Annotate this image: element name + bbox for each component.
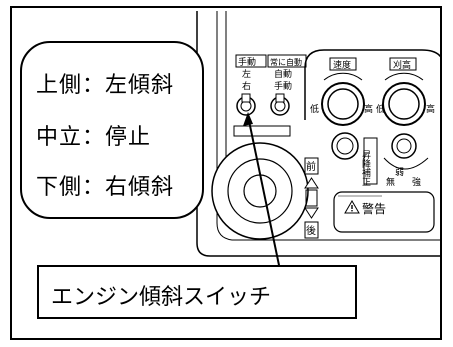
switch-mid-right-text: 自動 [274,68,292,80]
knob-strong: 強 [412,176,421,188]
speed-dial[interactable] [321,72,365,126]
switch-positions-callout: 上側：左傾斜 中立：停止 下側：右傾斜 [20,41,204,219]
dial1-label: 速度 [333,59,351,71]
knob-weak: 弱 [395,167,404,178]
dial2-label: 刈高 [393,59,411,71]
warning-triangle-icon [344,200,360,214]
switch-top-right-text: 常に自動 [270,57,302,67]
switch-top-left-text: 手動 [238,56,256,68]
forward-label: 前 [306,160,316,173]
control-panel-illustration: 手動 常に自動 左 自動 右 手動 速度 低 高 刈高 [196,11,440,271]
callout-line-up: 上側：左傾斜 [36,73,175,98]
round-push-button[interactable] [331,132,359,160]
callout-line-down: 下側：右傾斜 [36,175,175,200]
label-text: エンジン傾斜スイッチ [51,285,272,310]
knob-none: 無 [386,176,395,188]
warning-label: 警告 [333,191,435,233]
switch-mid-left-text: 左 [242,68,251,80]
dial2-low: 低 [376,103,385,115]
dial2-high: 高 [426,103,435,115]
dial1-high: 高 [364,103,373,115]
cutting-height-dial[interactable] [382,72,426,126]
pointer-line [247,115,281,271]
lift-correction-knob[interactable] [383,133,429,170]
auto-manual-switch[interactable] [270,93,290,116]
arrow-head-icon [243,112,253,126]
backward-label: 後 [306,224,316,237]
switch-bot-right-text: 手動 [274,80,292,92]
joystick[interactable] [211,125,309,240]
dial1-low: 低 [310,103,319,115]
callout-line-neutral: 中立：停止 [36,125,152,150]
switch-manual-label-box [235,54,267,68]
engine-tilt-switch-label: エンジン傾斜スイッチ [37,265,357,319]
warning-text: 警告 [362,201,386,216]
engine-tilt-switch[interactable] [236,93,256,116]
switch-bot-left-text: 右 [242,80,251,92]
side-label: 昇降補正 [360,150,371,186]
